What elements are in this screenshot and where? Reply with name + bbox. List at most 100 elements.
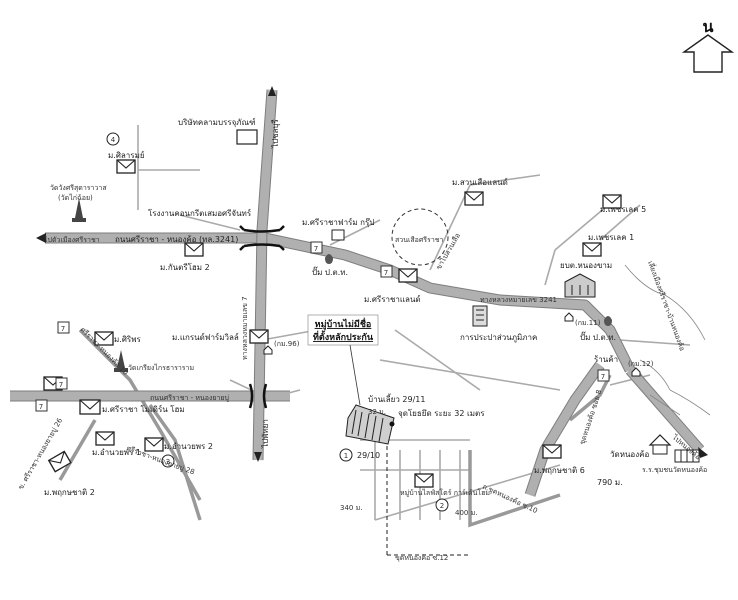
label-to-chonburi: ไปชลบุรี — [271, 118, 280, 149]
label-road-nongyaibu: ถนนศรีราชา - หนองยายบู่ — [150, 394, 229, 402]
label-ptt-2: ปั๊ม ป.ต.ท. — [580, 331, 616, 342]
label-pech-1: ม.เพชรเลค 1 — [588, 233, 634, 242]
envelope-icon — [94, 331, 114, 346]
marker-4: 4 — [106, 132, 120, 146]
label-suan-suea: สวนเสือศรีราชา — [395, 236, 444, 244]
envelope-icon — [414, 473, 434, 488]
temple-icon — [648, 434, 672, 455]
label-wat-kaew: วัดเกรียงไกรธาราราม — [128, 363, 194, 372]
distance-790: 790 ม. — [597, 478, 623, 487]
arrow-west-sriracha — [36, 233, 46, 243]
svg-text:7: 7 — [601, 373, 605, 381]
bridge-south — [248, 383, 268, 409]
school-icon — [674, 449, 700, 463]
label-km96: (กม.96) — [274, 340, 300, 348]
store-icon: 7 — [380, 265, 393, 278]
label-sriracha-group: ม.ศรีราชาฟาร์ม กรุ๊ป — [302, 217, 374, 227]
svg-text:29/10: 29/10 — [357, 451, 380, 460]
marker-1: 1 29/10 — [339, 448, 380, 462]
label-police-code: (กม.11) — [575, 319, 601, 327]
factory-icon — [236, 129, 258, 145]
target-lots — [345, 344, 395, 445]
label-km12: (กม.12) — [628, 360, 654, 368]
pagoda-icon — [72, 198, 86, 222]
arrow-south-pattaya — [254, 452, 262, 462]
envelope-icon — [582, 242, 602, 257]
store-icons: 7 7 7 7 7 7 — [35, 241, 610, 412]
collateral-callout: หมู่บ้านไม่มีชื่อ ที่ตั้งหลักประกัน — [307, 314, 379, 346]
svg-text:4: 4 — [111, 136, 116, 144]
label-ptt-1: ปั๊ม ป.ต.ท. — [312, 266, 348, 277]
pagoda-icon — [114, 350, 128, 372]
km-marker-icon — [631, 367, 641, 377]
village-icons — [43, 159, 622, 488]
svg-text:2: 2 — [440, 502, 444, 510]
hill-lines — [624, 264, 711, 416]
arrow-north-chonburi — [268, 86, 276, 96]
north-label: น — [703, 17, 714, 36]
police-station-icon — [564, 273, 596, 298]
label-kantaree: ม.กันตรีโฮม 2 — [160, 262, 210, 272]
envelope-icon — [464, 191, 484, 206]
marker-3: 3 — [161, 454, 175, 468]
north-arrow: น — [681, 17, 735, 73]
label-prueksa-6: ม.พฤกษชาติ 6 — [534, 466, 585, 475]
label-to-sriracha: ไปตัวเมืองศรีราชา — [43, 235, 100, 244]
label-to-forest: เลี่ยงเมืองศรีราชา-บ้านหนองค้อ — [646, 260, 687, 352]
distance-400: 400 ม. — [455, 509, 477, 517]
label-sirira: ม.ศิริพร — [114, 335, 141, 344]
label-road-3241: ถนนศรีราชา - หนองค้อ (ทล.3241) — [115, 235, 238, 244]
bridge-north — [239, 225, 285, 251]
label-cheyo: จุดโยธยึด ระยะ 32 เมตร — [398, 408, 485, 418]
label-to-pattaya: ไปพัทยา — [261, 419, 270, 449]
store-icon: 7 — [57, 321, 70, 334]
store-icon: 7 — [597, 369, 610, 382]
label-kanchana: ม.แกรนด์ฟาร์มวิลล์ — [172, 332, 239, 342]
arrow-east-nongkho — [698, 447, 708, 458]
label-hwy7: ทางหลวงหมายเลข 7 — [241, 296, 249, 360]
distance-labels: 32 ม. 340 ม. 400 ม. 790 ม. — [340, 408, 623, 517]
km-marker-icon — [564, 312, 574, 322]
label-shop: ร้านค้า — [594, 355, 618, 364]
store-icon: 7 — [310, 241, 323, 254]
marker-2: 2 — [435, 498, 449, 512]
place-labels: บริษัทคลามบรรจุภัณฑ์ ม.ศิลารมย์ วัดวังศร… — [44, 117, 707, 497]
envelope-icon — [116, 159, 136, 174]
main-roads — [10, 89, 705, 497]
label-anuwat-1: ม.อำนวยพร 1 — [92, 448, 141, 457]
building-icon — [331, 229, 345, 241]
store-icon: 7 — [55, 377, 68, 390]
svg-text:7: 7 — [59, 381, 63, 389]
distance-32: 32 ม. — [368, 408, 386, 416]
envelope-icon — [542, 444, 562, 459]
label-utility: การประปาส่วนภูมิภาค — [460, 333, 537, 343]
label-village-sign: หมู่บ้านไลฟ์สโตร์ การ์เด้นโฮม — [400, 488, 490, 497]
label-school: ร.ร.ชุมชนวัดหนองค้อ — [642, 466, 707, 474]
label-baan-siew: บ้านเลี้ยว 29/11 — [368, 393, 425, 404]
gas-station-icon — [325, 254, 333, 264]
svg-text:7: 7 — [61, 325, 65, 333]
svg-text:1: 1 — [344, 452, 348, 460]
svg-text:7: 7 — [39, 403, 43, 411]
label-pech-5: ม.เพชรเลค 5 — [600, 205, 646, 214]
label-prueksa-2: ม.พฤกษชาติ 2 — [44, 488, 95, 497]
label-hwy-3241: ทางหลวงหมายเลข 3241 — [480, 296, 557, 304]
label-wat-sri: วัดวังศรีสุดาราวาส — [50, 184, 107, 192]
label-company: บริษัทคลามบรรจุภัณฑ์ — [178, 117, 256, 127]
callout-line1: หมู่บ้านไม่มีชื่อ — [315, 317, 372, 330]
label-wat-sri-sub: (วัดไก่ฉ้อย) — [58, 193, 93, 202]
label-sriracha-land: ม.ศรีราชาแลนด์ — [364, 294, 421, 304]
label-soi-12: ขุดหนองค้อ ซ.12 — [395, 554, 448, 562]
envelope-icon — [184, 242, 204, 257]
label-police: ยบต.หนองขาม — [560, 261, 612, 270]
envelope-icon — [47, 450, 72, 473]
envelope-icon — [249, 329, 269, 344]
svg-text:7: 7 — [314, 245, 318, 253]
store-icon: 7 — [35, 399, 48, 412]
callout-line2: ที่ตั้งหลักประกัน — [313, 330, 374, 343]
km-marker-icon — [263, 345, 273, 355]
label-silarom: ม.ศิลารมย์ — [108, 150, 145, 160]
svg-text:3: 3 — [166, 458, 170, 466]
envelope-icon — [144, 437, 164, 452]
label-suan-suea-land: ม.สวนเสือแลนด์ — [452, 177, 508, 187]
